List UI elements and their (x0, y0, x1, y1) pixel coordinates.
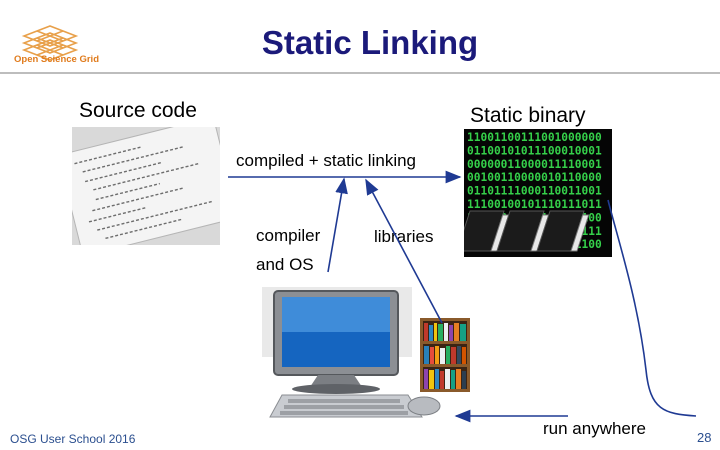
compiler-label-line2: and OS (256, 255, 314, 274)
binary-row: 01100101011100010001 (467, 144, 602, 157)
page-number: 28 (697, 430, 712, 445)
compiler-os-label: compiler and OS (256, 221, 320, 279)
binary-row: 01101111000110011001 (467, 185, 602, 198)
binary-row: 11100100101110111011 (467, 198, 602, 211)
books-illustration (456, 210, 590, 252)
binary-row: 00100110000010110000 (467, 171, 602, 184)
source-code-photo (72, 127, 220, 245)
compile-step-label: compiled + static linking (236, 151, 417, 170)
compiler-label-line1: compiler (256, 226, 321, 245)
run-anywhere-curve (607, 199, 697, 417)
binary-row: 00000011000011110001 (467, 158, 602, 171)
footer-text: OSG User School 2016 (10, 432, 136, 446)
static-binary-label: Static binary (470, 104, 586, 127)
slide-title: Static Linking (261, 24, 479, 61)
title-divider (0, 72, 720, 74)
compiler-connector (327, 177, 348, 273)
logo-text: Open Science Grid (14, 54, 99, 65)
source-code-label: Source code (79, 99, 197, 122)
computer-icon (262, 287, 441, 418)
binary-matrix: 1100110011100100000001100101011100010001… (456, 129, 612, 257)
bookcase-icon (420, 318, 470, 392)
libraries-label: libraries (374, 227, 434, 246)
osg-logo-icon (21, 25, 79, 61)
run-anywhere-label: run anywhere (543, 419, 647, 438)
binary-row: 11001100111001000000 (467, 131, 602, 144)
